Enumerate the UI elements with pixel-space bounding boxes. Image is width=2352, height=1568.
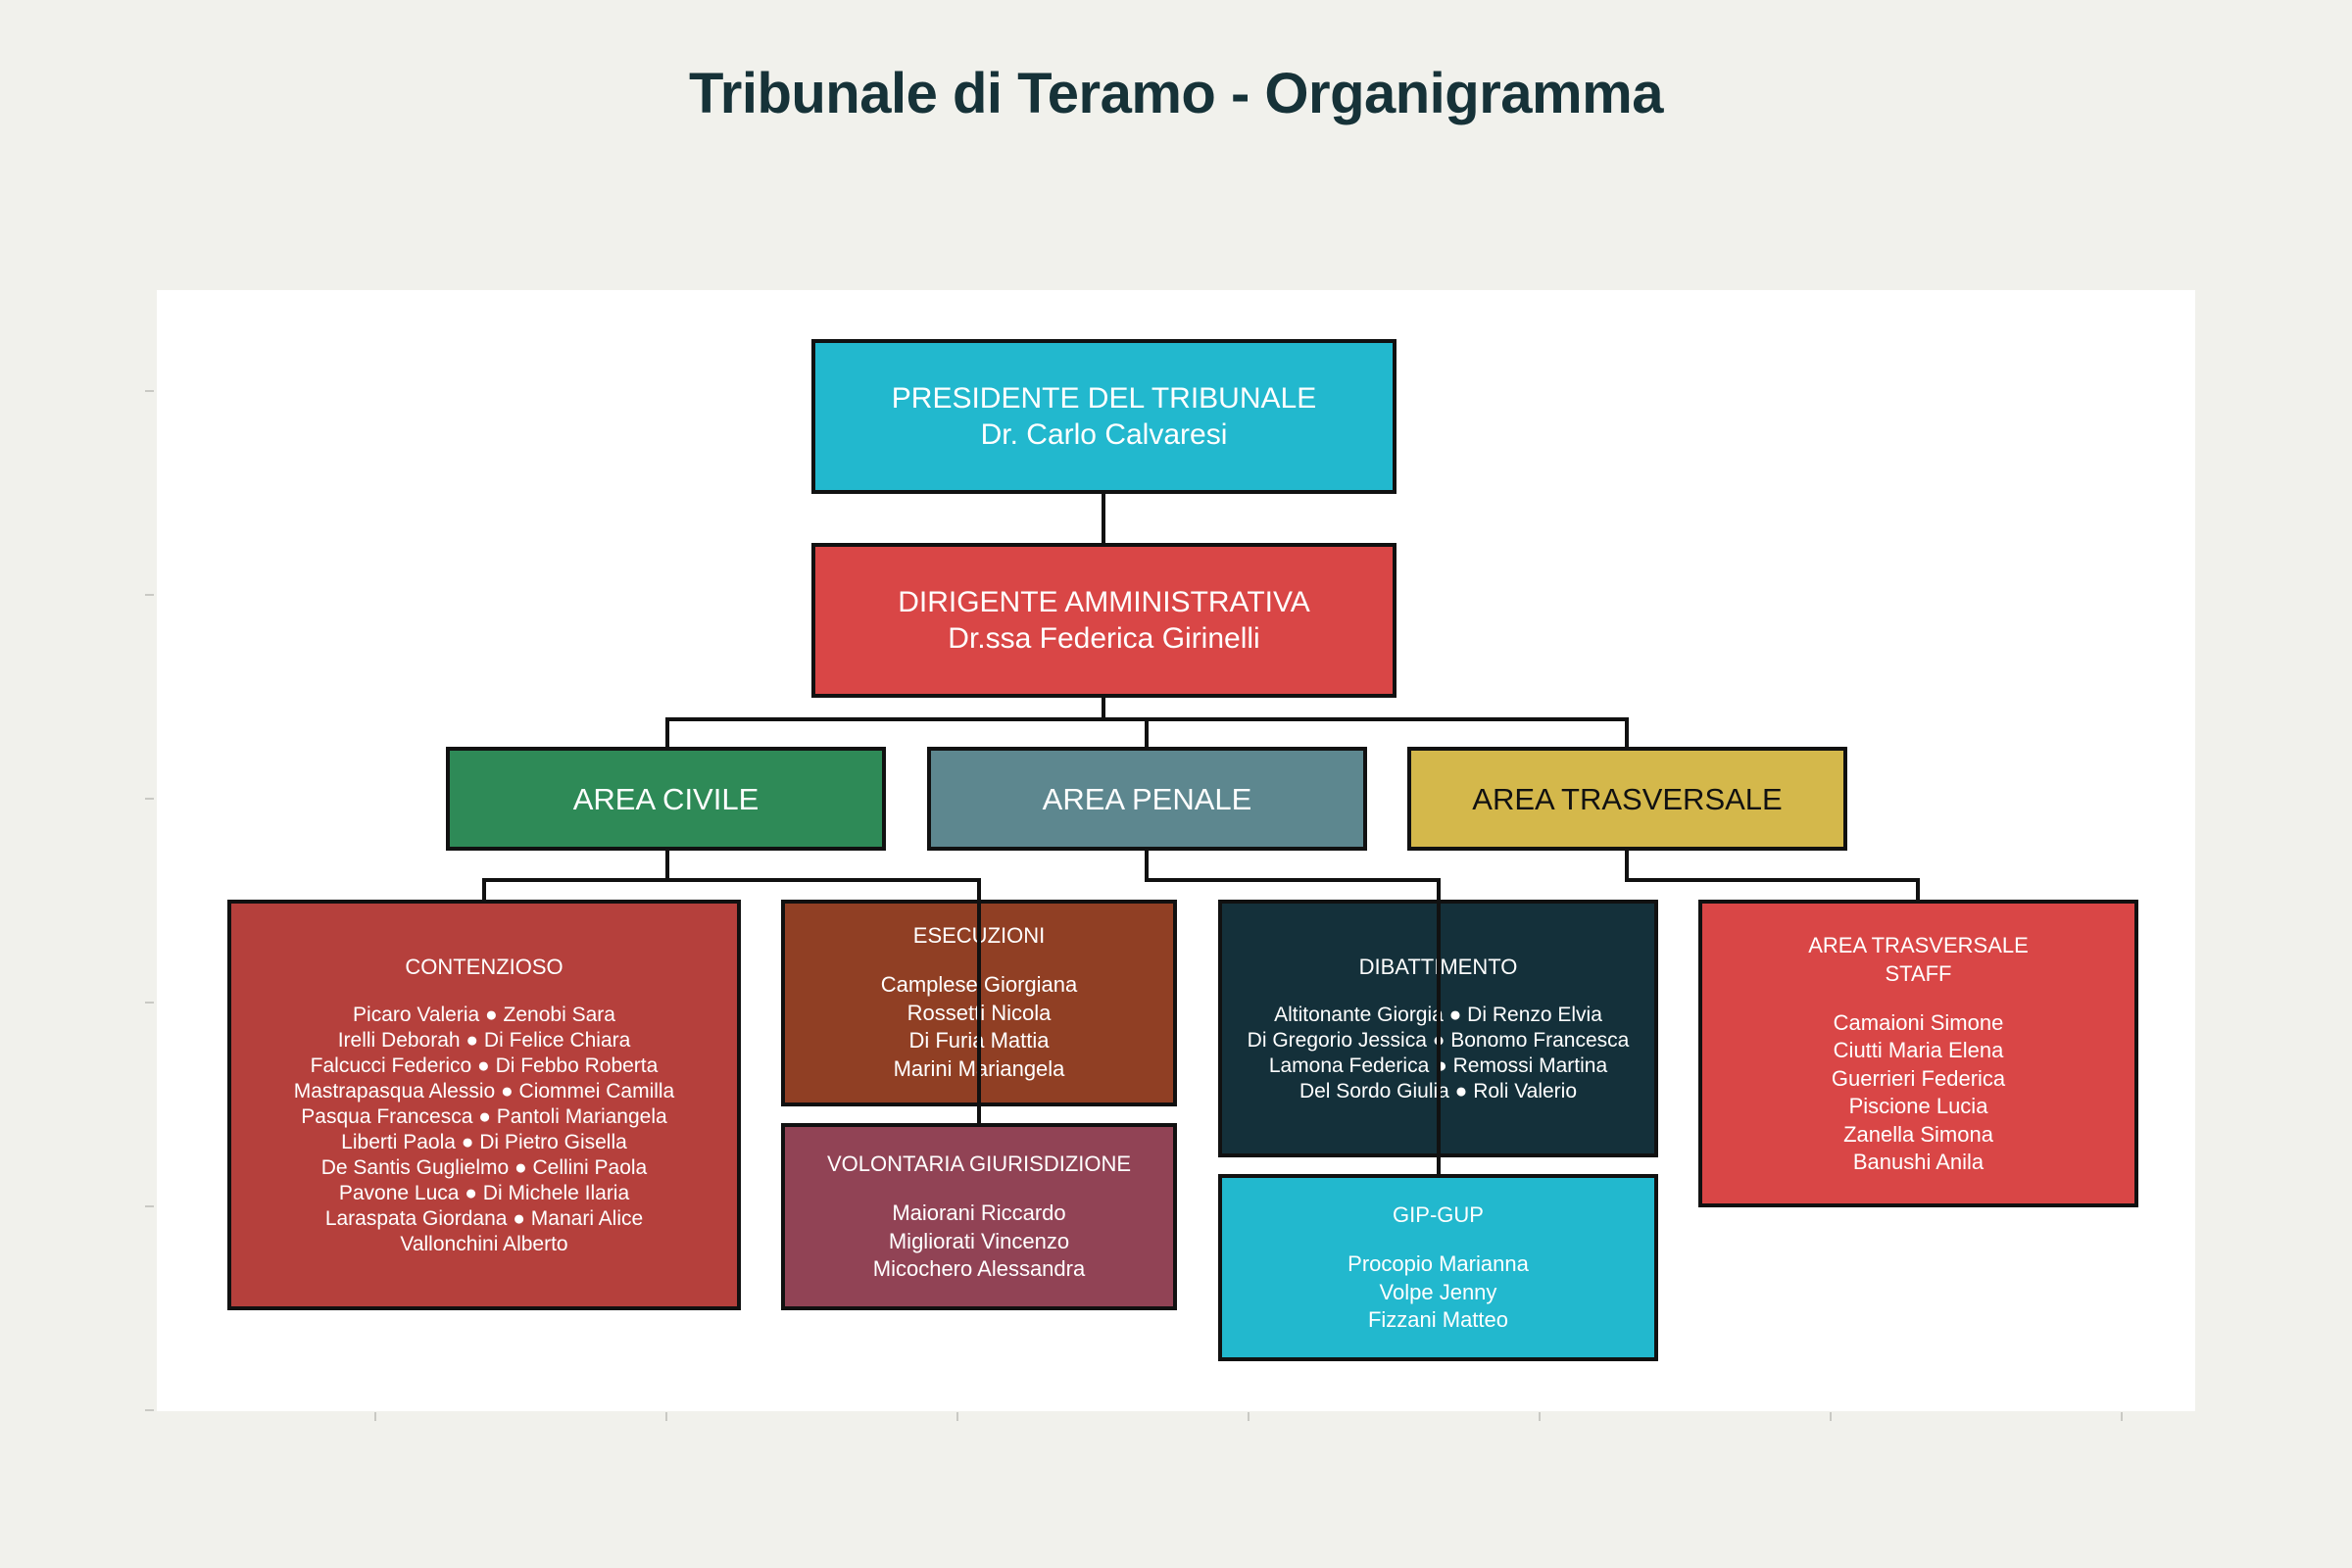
dibattimento-members: Altitonante Giorgia ● Di Renzo Elvia Di … (1248, 1003, 1630, 1104)
volontaria-members: Maiorani Riccardo Migliorati Vincenzo Mi… (873, 1200, 1085, 1284)
area-penale-box: AREA PENALE (927, 747, 1367, 851)
member-line: Di Gregorio Jessica ● Bonomo Francesca (1247, 1029, 1630, 1052)
member-line: Lamona Federica ● Remossi Martina (1268, 1054, 1608, 1077)
esecuzioni-box: ESECUZIONI Camplese Giorgiana Rossetti N… (781, 900, 1177, 1106)
staff-title: AREA TRASVERSALE STAFF (1808, 931, 2029, 988)
member-line: Micochero Alessandra (872, 1256, 1086, 1282)
dibattimento-box: DIBATTIMENTO Altitonante Giorgia ● Di Re… (1218, 900, 1658, 1157)
gip-gup-members: Procopio Marianna Volpe Jenny Fizzani Ma… (1348, 1250, 1529, 1335)
axis-tick (956, 1412, 958, 1421)
member-line: Marini Mariangela (893, 1055, 1065, 1081)
dibattimento-title: DIBATTIMENTO (1358, 955, 1518, 979)
axis-tick (1248, 1412, 1250, 1421)
dirigente-role: DIRIGENTE AMMINISTRATIVA (898, 586, 1310, 618)
esecuzioni-title: ESECUZIONI (912, 923, 1046, 948)
presidente-box: PRESIDENTE DEL TRIBUNALE Dr. Carlo Calva… (811, 339, 1396, 494)
member-line: Procopio Marianna (1348, 1251, 1529, 1277)
gip-gup-title: GIP-GUP (1393, 1202, 1484, 1228)
axis-tick (145, 390, 154, 392)
member-line: Laraspata Giordana ● Manari Alice (324, 1207, 644, 1230)
member-line: Liberti Paola ● Di Pietro Gisella (341, 1131, 627, 1153)
member-line: Guerrieri Federica (1831, 1065, 2006, 1091)
member-line: Camplese Giorgiana (880, 972, 1078, 997)
member-line: Rossetti Nicola (906, 1000, 1052, 1025)
volontaria-box: VOLONTARIA GIURISDIZIONE Maiorani Riccar… (781, 1123, 1177, 1310)
axis-tick (145, 1002, 154, 1004)
member-line: Pasqua Francesca ● Pantoli Mariangela (301, 1105, 667, 1128)
member-line: Picaro Valeria ● Zenobi Sara (353, 1004, 615, 1026)
staff-title-line: AREA TRASVERSALE (1808, 932, 2029, 957)
member-line: Banushi Anila (1852, 1150, 1984, 1174)
member-line: Falcucci Federico ● Di Febbo Roberta (310, 1054, 659, 1077)
member-line: Zanella Simona (1843, 1121, 1993, 1147)
staff-box: AREA TRASVERSALE STAFF Camaioni Simone C… (1698, 900, 2138, 1207)
volontaria-title: VOLONTARIA GIURISDIZIONE (826, 1152, 1132, 1177)
member-line: Migliorati Vincenzo (888, 1228, 1070, 1253)
member-line: Fizzani Matteo (1367, 1307, 1509, 1333)
member-line: Ciutti Maria Elena (1833, 1038, 2004, 1062)
staff-title-line: STAFF (1885, 960, 1952, 986)
axis-tick (145, 1409, 154, 1411)
axis-tick (145, 798, 154, 800)
member-line: De Santis Guglielmo ● Cellini Paola (320, 1156, 648, 1179)
area-civile-label: AREA CIVILE (572, 781, 760, 816)
member-line: Irelli Deborah ● Di Felice Chiara (337, 1029, 631, 1052)
axis-tick (2121, 1412, 2123, 1421)
dirigente-name: Dr.ssa Federica Girinelli (948, 622, 1260, 655)
area-penale-label: AREA PENALE (1042, 781, 1252, 816)
member-line: Altitonante Giorgia ● Di Renzo Elvia (1274, 1004, 1602, 1026)
axis-tick (145, 594, 154, 596)
member-line: Volpe Jenny (1379, 1279, 1497, 1304)
axis-tick (665, 1412, 667, 1421)
member-line: Mastrapasqua Alessio ● Ciommei Camilla (293, 1080, 675, 1102)
member-line: Di Furia Mattia (908, 1028, 1050, 1053)
member-line: Pavone Luca ● Di Michele Ilaria (338, 1182, 630, 1204)
esecuzioni-members: Camplese Giorgiana Rossetti Nicola Di Fu… (881, 971, 1078, 1083)
member-line: Camaioni Simone (1833, 1009, 2004, 1035)
contenzioso-box: CONTENZIOSO Picaro Valeria ● Zenobi Sara… (227, 900, 741, 1310)
chart-title: Tribunale di Teramo - Organigramma (689, 62, 1663, 125)
area-civile-box: AREA CIVILE (446, 747, 886, 851)
presidente-role: PRESIDENTE DEL TRIBUNALE (891, 382, 1317, 415)
member-line: Maiorani Riccardo (892, 1200, 1066, 1226)
axis-tick (1539, 1412, 1541, 1421)
presidente-name: Dr. Carlo Calvaresi (980, 418, 1228, 451)
area-trasversale-label: AREA TRASVERSALE (1472, 781, 1783, 816)
dirigente-box: DIRIGENTE AMMINISTRATIVA Dr.ssa Federica… (811, 543, 1396, 698)
contenzioso-title: CONTENZIOSO (405, 955, 564, 979)
axis-tick (145, 1205, 154, 1207)
member-line: Del Sordo Giulia ● Roli Valerio (1298, 1080, 1578, 1102)
staff-members: Camaioni Simone Ciutti Maria Elena Guerr… (1832, 1009, 2005, 1177)
axis-tick (374, 1412, 376, 1421)
gip-gup-box: GIP-GUP Procopio Marianna Volpe Jenny Fi… (1218, 1174, 1658, 1361)
area-trasversale-box: AREA TRASVERSALE (1407, 747, 1847, 851)
member-line: Piscione Lucia (1848, 1094, 1988, 1118)
contenzioso-members: Picaro Valeria ● Zenobi Sara Irelli Debo… (294, 1003, 675, 1257)
member-line: Vallonchini Alberto (400, 1233, 568, 1255)
axis-tick (1830, 1412, 1832, 1421)
